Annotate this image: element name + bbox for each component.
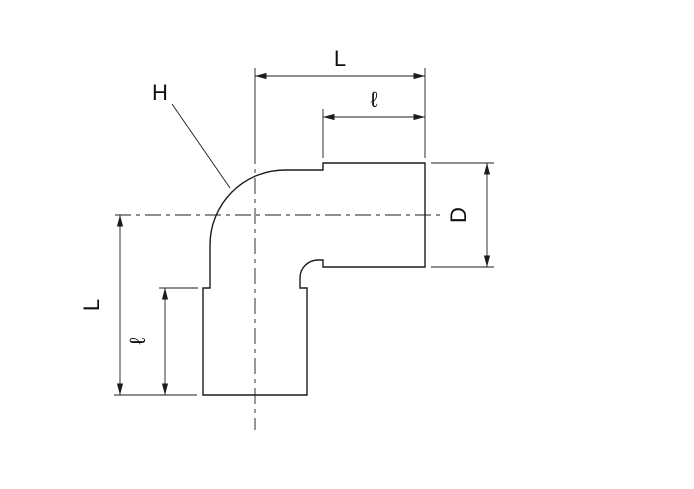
dimension-label-top-length: L <box>334 46 346 71</box>
dimension-label-bend: H <box>152 80 168 105</box>
elbow-outline <box>202 162 426 396</box>
dimension-top-socket-depth: ℓ <box>322 87 425 158</box>
dimension-label-left-socket-depth: ℓ <box>125 337 150 345</box>
dimension-left-socket-depth: ℓ <box>125 287 198 395</box>
dimension-end-diameter: D <box>431 162 494 268</box>
leader-line <box>171 103 231 189</box>
dimension-label-left-length: L <box>79 299 104 311</box>
annotation-bend: H <box>152 80 231 189</box>
dimension-left-length: L <box>79 215 197 396</box>
dimension-top-length: L <box>254 46 426 158</box>
dimension-label-top-socket-depth: ℓ <box>370 87 378 112</box>
dimension-label-end-diameter: D <box>446 207 471 223</box>
